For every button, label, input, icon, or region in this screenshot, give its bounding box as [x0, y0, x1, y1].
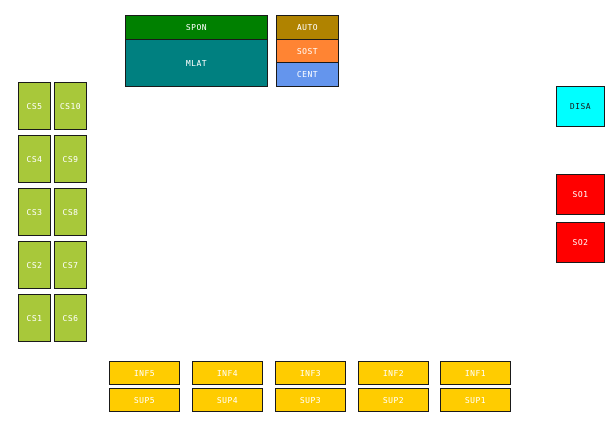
sup5-button[interactable]: SUP5: [109, 388, 180, 412]
cent-button[interactable]: CENT: [276, 62, 339, 87]
inf4-button[interactable]: INF4: [192, 361, 263, 385]
sup1-button[interactable]: SUP1: [440, 388, 511, 412]
spon-button[interactable]: SPON: [125, 15, 268, 40]
cs1-button[interactable]: CS1: [18, 294, 51, 342]
cs4-button[interactable]: CS4: [18, 135, 51, 183]
auto-button[interactable]: AUTO: [276, 15, 339, 40]
mlat-button[interactable]: MLAT: [125, 39, 268, 87]
cs2-button[interactable]: CS2: [18, 241, 51, 289]
cs10-button[interactable]: CS10: [54, 82, 87, 130]
cs8-button[interactable]: CS8: [54, 188, 87, 236]
sost-button[interactable]: SOST: [276, 39, 339, 63]
cs6-button[interactable]: CS6: [54, 294, 87, 342]
cs9-button[interactable]: CS9: [54, 135, 87, 183]
sup2-button[interactable]: SUP2: [358, 388, 429, 412]
cs7-button[interactable]: CS7: [54, 241, 87, 289]
inf2-button[interactable]: INF2: [358, 361, 429, 385]
inf1-button[interactable]: INF1: [440, 361, 511, 385]
inf5-button[interactable]: INF5: [109, 361, 180, 385]
cs5-button[interactable]: CS5: [18, 82, 51, 130]
sup4-button[interactable]: SUP4: [192, 388, 263, 412]
inf3-button[interactable]: INF3: [275, 361, 346, 385]
so2-button[interactable]: SO2: [556, 222, 605, 263]
cs3-button[interactable]: CS3: [18, 188, 51, 236]
disa-button[interactable]: DISA: [556, 86, 605, 127]
sup3-button[interactable]: SUP3: [275, 388, 346, 412]
so1-button[interactable]: SO1: [556, 174, 605, 215]
